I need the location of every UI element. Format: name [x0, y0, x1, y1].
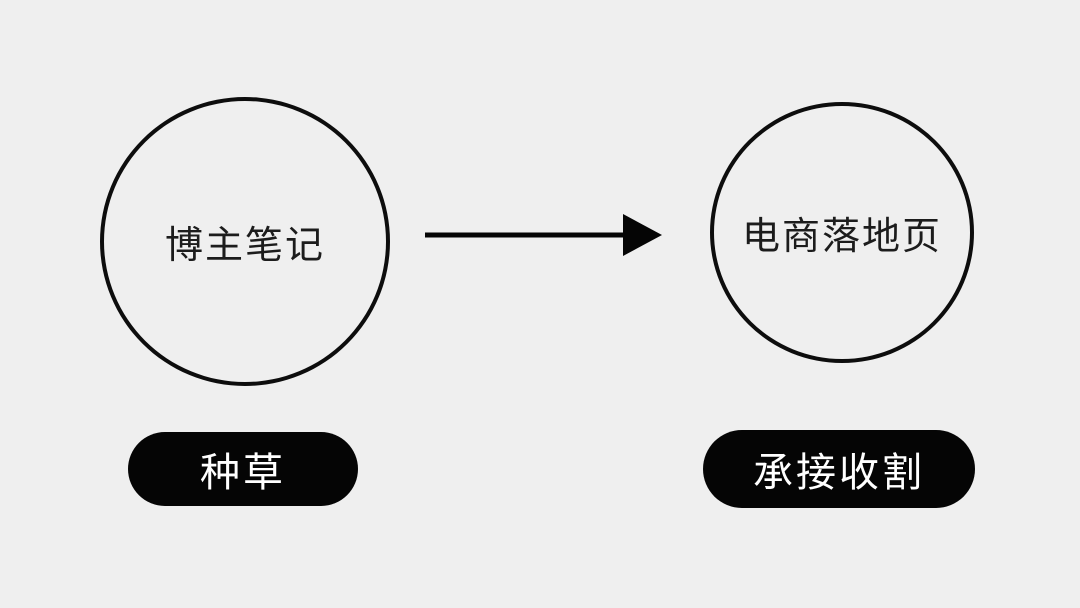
tag-seeding: 种草	[128, 432, 358, 506]
node-blogger-notes-label: 博主笔记	[164, 225, 325, 267]
arrow-head-icon	[623, 214, 662, 256]
tag-harvest-label: 承接收割	[753, 451, 925, 495]
node-ecommerce-landing-page-label: 电商落地页	[741, 216, 942, 258]
node-ecommerce-landing-page: 电商落地页	[710, 102, 974, 363]
tag-seeding-label: 种草	[200, 451, 286, 495]
tag-harvest: 承接收割	[703, 430, 975, 508]
node-blogger-notes: 博主笔记	[100, 97, 390, 386]
flow-arrow	[425, 214, 662, 256]
